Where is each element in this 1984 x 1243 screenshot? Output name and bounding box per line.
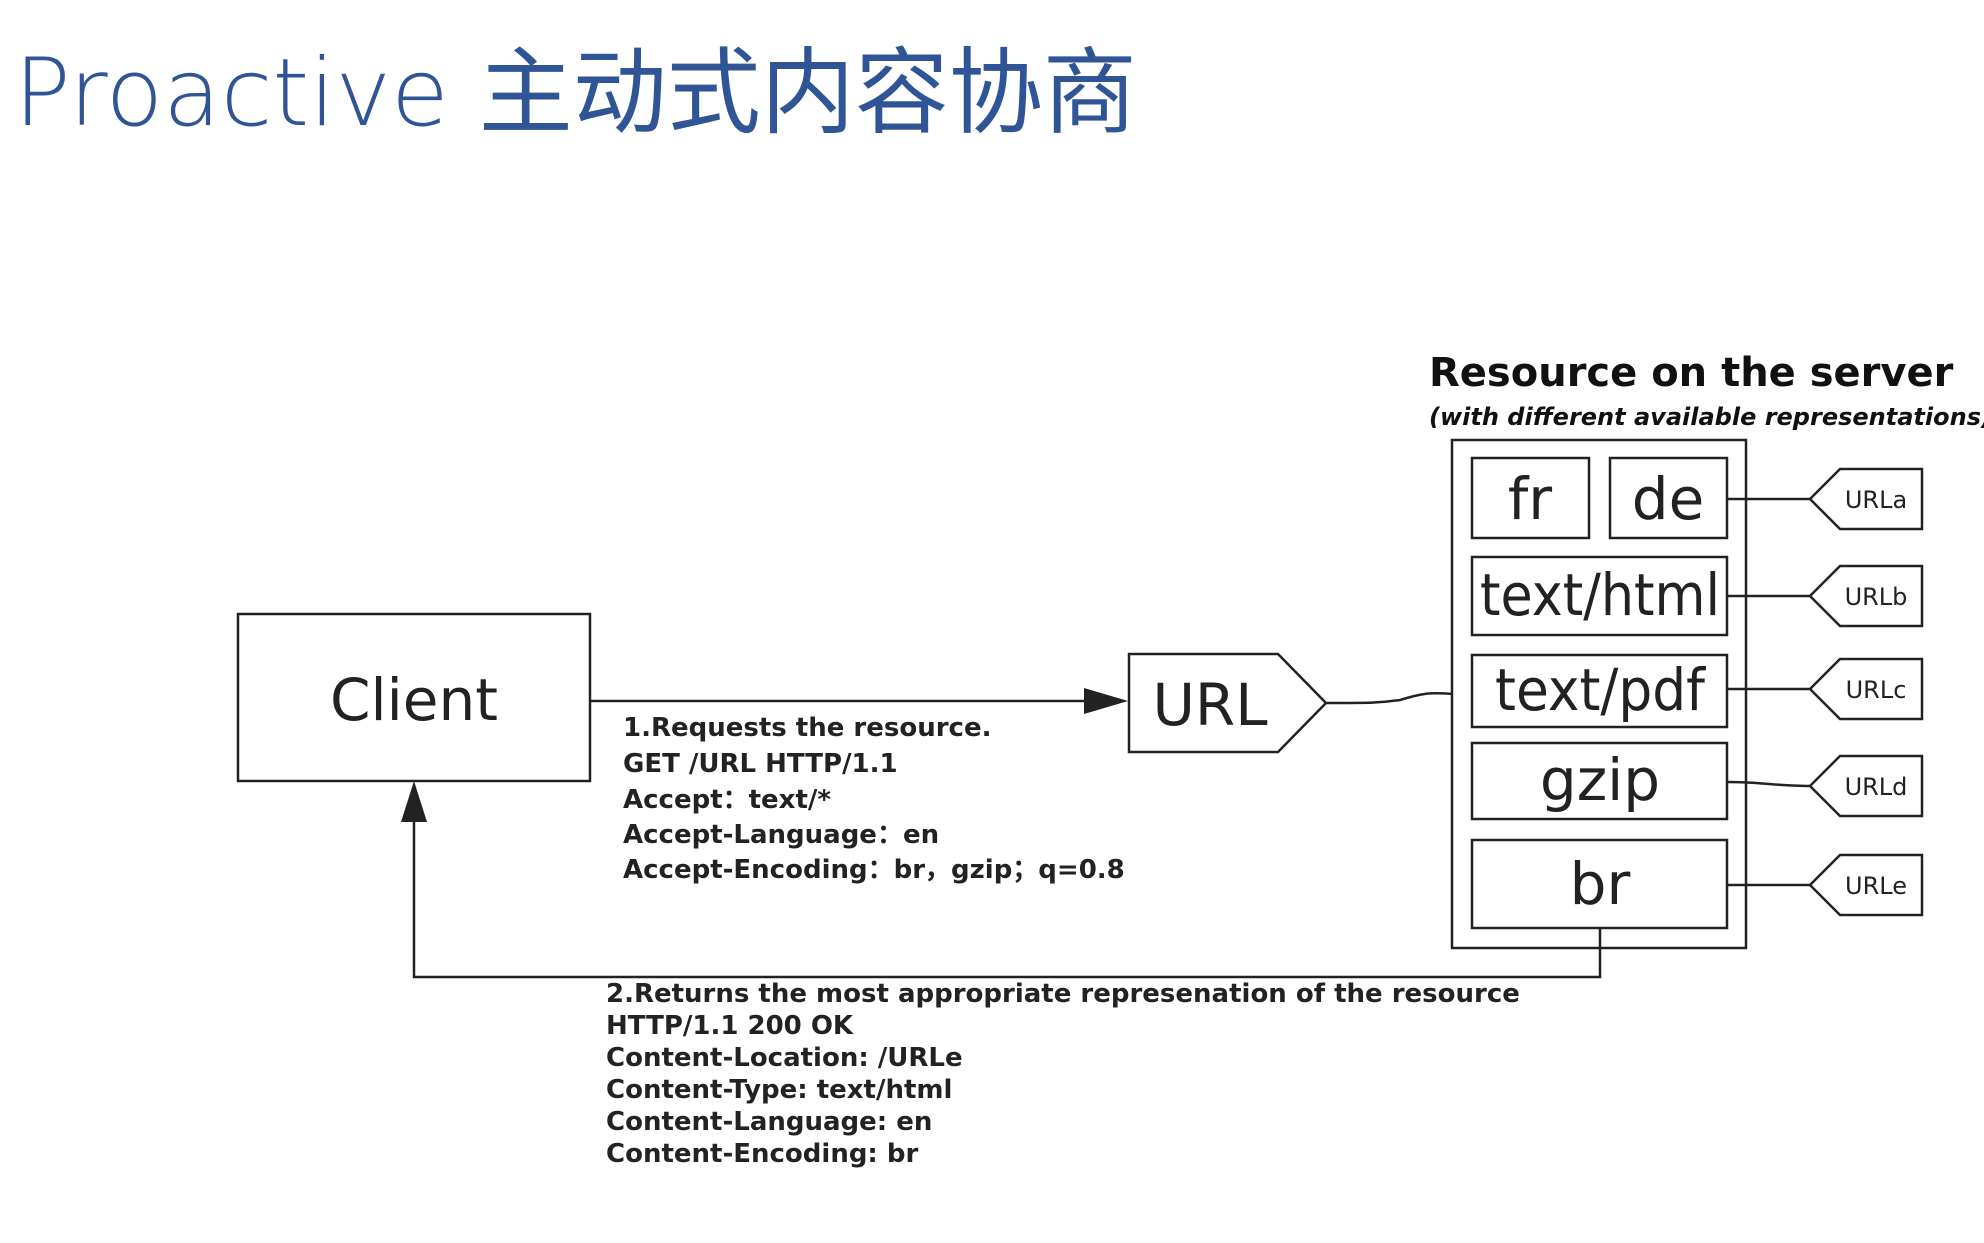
url-tag-c [1808,657,1924,721]
representation-text-pdf-label: text/pdf [1495,656,1706,724]
representation-text-pdf [1470,653,1729,729]
response-line: HTTP/1.1 200 OK [606,1011,854,1041]
representation-fr [1470,456,1591,540]
representation-de-label: de [1632,465,1705,533]
response-line: Content-Type: text/html [606,1075,952,1105]
representation-br-label: br [1570,850,1631,918]
request-line: 1.Requests the resource. [623,713,991,743]
response-line: 2.Returns the most appropriate represena… [606,979,1520,1009]
url-node-label: URL [1152,671,1267,739]
request-line: Accept-Encoding：br，gzip；q=0.8 [623,855,1125,885]
response-line: Content-Language: en [606,1107,932,1137]
url-tag-c-label: URLc [1846,676,1907,704]
representation-gzip [1470,741,1729,821]
url-tag-a-label: URLa [1845,486,1907,514]
url-server-connector [1325,692,1453,705]
url-tag-d-label: URLd [1845,773,1908,801]
server-subheading: (with different available representation… [1429,403,1984,431]
url-tag-a [1808,467,1924,531]
response-arrow-line [412,800,1602,979]
url-node [1127,652,1328,754]
url-tag-e [1808,853,1924,917]
representation-br [1470,838,1729,930]
representation-gzip-label: gzip [1540,746,1660,814]
representation-fr-label: fr [1508,465,1552,533]
client-label: Client [330,666,498,734]
representation-text-html-label: text/html [1480,561,1720,629]
request-line: Accept：text/* [623,785,831,815]
response-arrowhead [401,781,427,822]
request-line: GET /URL HTTP/1.1 [623,749,898,779]
response-line: Content-Location: /URLe [606,1043,963,1073]
response-line: Content-Encoding: br [606,1139,918,1169]
server-heading: Resource on the server [1429,350,1954,396]
url-tag-d [1808,754,1924,818]
page-title: Proactive 主动式内容协商 [14,39,1137,148]
client-box [236,612,592,783]
url-tag-b [1808,564,1924,628]
response-message: 2.Returns the most appropriate represena… [606,979,1520,1169]
tag-connector [1726,780,1811,788]
request-message: 1.Requests the resource. GET /URL HTTP/1… [623,713,1125,885]
request-arrowhead [1084,688,1128,714]
url-tag-b-label: URLb [1845,583,1908,611]
request-line: Accept-Language：en [623,820,939,850]
url-tag-e-label: URLe [1845,872,1907,900]
